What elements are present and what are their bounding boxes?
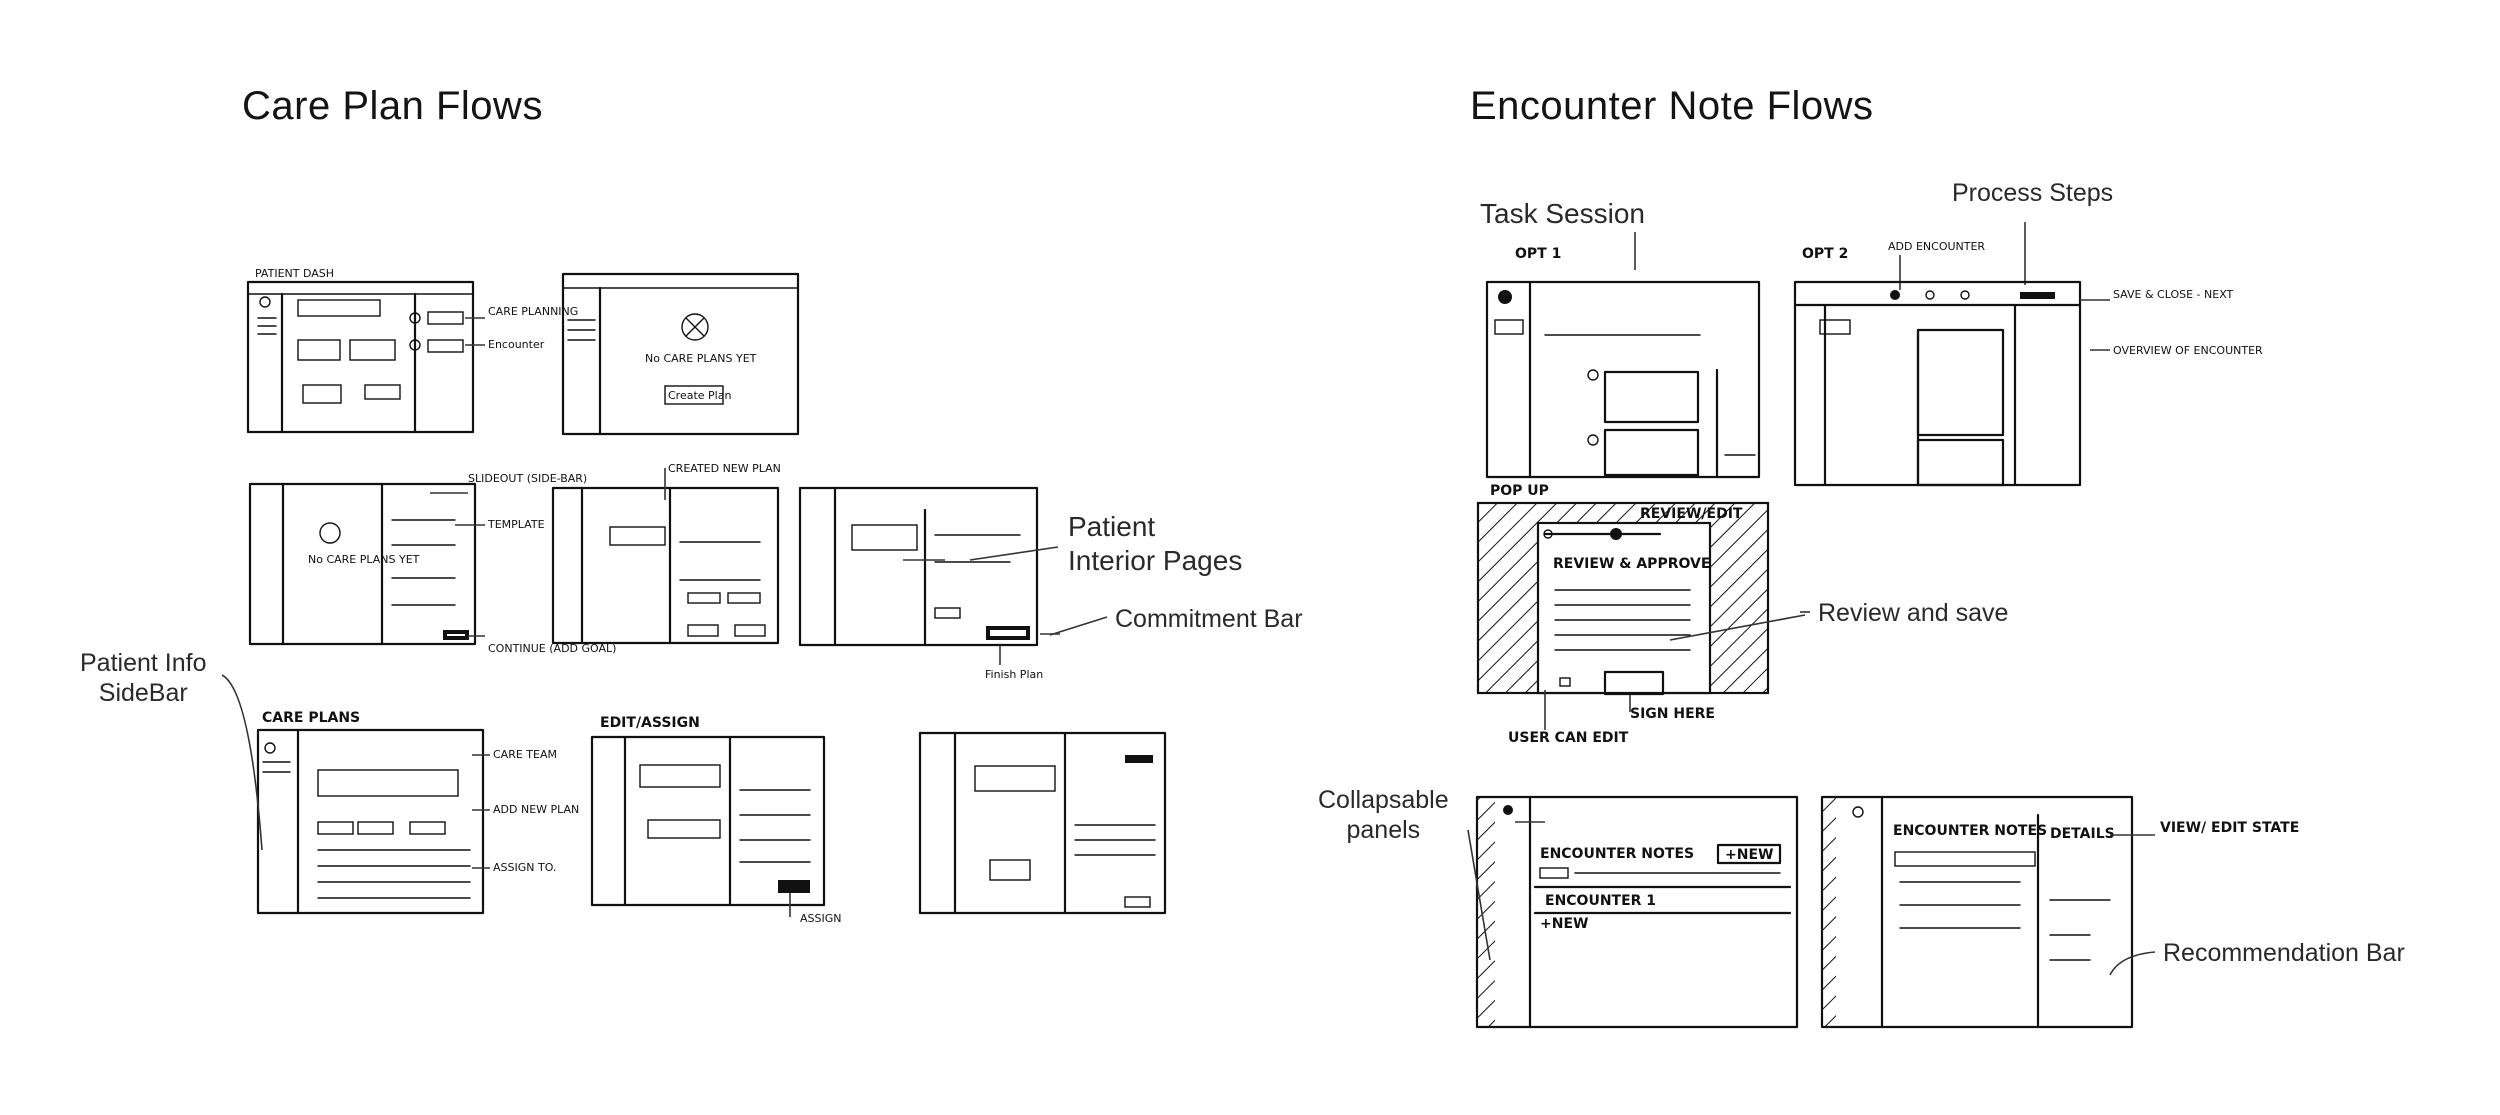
user-can-edit-note: USER CAN EDIT — [1508, 730, 1629, 746]
template-note: TEMPLATE — [487, 518, 545, 531]
view-edit-state-note: VIEW/ EDIT STATE — [2160, 820, 2299, 836]
patient-dash-caption: PATIENT DASH — [255, 267, 334, 280]
task-session-label: Task Session — [1480, 198, 1645, 229]
encounter-note: Encounter — [488, 338, 545, 351]
sketch-patient-dash: PATIENT DASH CARE PLANNING Encounter — [246, 267, 578, 434]
care-plan-flows-title: Care Plan Flows — [242, 84, 543, 128]
sketch-encounter-detail-view: ENCOUNTER NOTES DETAILS VIEW/ EDIT STATE — [1820, 795, 2299, 1029]
encounter-notes-heading: ENCOUNTER NOTES — [1540, 846, 1694, 862]
save-close-next-note: SAVE & CLOSE - NEXT — [2113, 288, 2234, 301]
details-heading: DETAILS — [2050, 826, 2115, 842]
created-new-plan-note: CREATED NEW PLAN — [668, 462, 781, 475]
care-planning-note: CARE PLANNING — [488, 305, 578, 318]
sketch-no-care-plans: No CARE PLANS YET Create Plan — [561, 272, 800, 436]
opt2-caption: OPT 2 — [1802, 246, 1848, 262]
sketch-edit-assign: EDIT/ASSIGN ASSIGN — [590, 715, 842, 925]
commitment-bar-label: Commitment Bar — [1115, 605, 1303, 633]
sketch-care-schedule — [918, 731, 1167, 915]
finish-plan-note: Finish Plan — [985, 668, 1043, 681]
process-steps-label: Process Steps — [1952, 179, 2114, 207]
sketch-task-session-opt1: OPT 1 — [1485, 232, 1761, 479]
encounter-1-row: ENCOUNTER 1 — [1545, 893, 1656, 909]
sketch-slideout-form: No CARE PLANS YET SLIDEOUT (SIDE-BAR) TE… — [248, 472, 616, 655]
overview-encounter-note: OVERVIEW OF ENCOUNTER — [2113, 344, 2263, 357]
encounter-heading-2: ENCOUNTER NOTES — [1893, 823, 2047, 839]
sketch-pop-up: POP UP REVIEW/EDIT REVIEW & APPROVE USER… — [1476, 483, 1806, 746]
sketch-task-session-opt2: OPT 2 ADD ENCOUNTER SAVE & CLOSE - NEXT … — [1793, 222, 2263, 487]
continue-note: CONTINUE (ADD GOAL) — [488, 642, 616, 655]
new-button-sketch: +NEW — [1725, 847, 1773, 863]
review-edit-note: REVIEW/EDIT — [1640, 506, 1743, 522]
assign-to-note: ASSIGN TO. — [493, 861, 556, 874]
assign-note: ASSIGN — [800, 912, 842, 925]
care-plans-caption: CARE PLANS — [262, 710, 360, 726]
add-new-plan-note: ADD NEW PLAN — [493, 803, 579, 816]
collapsable-panels-label: Collapsable panels — [1318, 786, 1449, 844]
slideout-note: SLIDEOUT (SIDE-BAR) — [468, 472, 587, 485]
sketch-care-plans-list: CARE PLANS CARE TEAM ADD NEW PLAN ASSIGN… — [256, 710, 579, 915]
add-encounter-note: ADD ENCOUNTER — [1888, 240, 1985, 253]
patient-info-sidebar-label: Patient Info SideBar — [80, 649, 207, 707]
care-team-note: CARE TEAM — [493, 748, 557, 761]
encounter-note-flows-title: Encounter Note Flows — [1470, 84, 1874, 128]
annotation-leaders — [221, 546, 2156, 976]
sketch-encounter-notes-list: ENCOUNTER NOTES +NEW ENCOUNTER 1 +NEW — [1467, 795, 1799, 1029]
edit-assign-caption: EDIT/ASSIGN — [600, 715, 700, 731]
sketch-care-plan-detail: Finish Plan — [798, 486, 1060, 681]
sketch-goal-form: CREATED NEW PLAN — [551, 462, 781, 645]
review-and-save-label: Review and save — [1818, 599, 2009, 627]
new-row-sketch: +NEW — [1540, 916, 1588, 932]
opt1-caption: OPT 1 — [1515, 246, 1561, 262]
review-approve-text: REVIEW & APPROVE — [1553, 556, 1710, 572]
patient-interior-pages-label: Patient Interior Pages — [1068, 511, 1243, 576]
no-care-plans-text-2: No CARE PLANS YET — [308, 553, 420, 566]
sign-here-note: SIGN HERE — [1630, 706, 1715, 722]
recommendation-bar-label: Recommendation Bar — [2163, 939, 2405, 967]
create-plan-text: Create Plan — [668, 389, 731, 402]
no-care-plans-text: No CARE PLANS YET — [645, 352, 757, 365]
pop-up-caption: POP UP — [1490, 483, 1549, 499]
